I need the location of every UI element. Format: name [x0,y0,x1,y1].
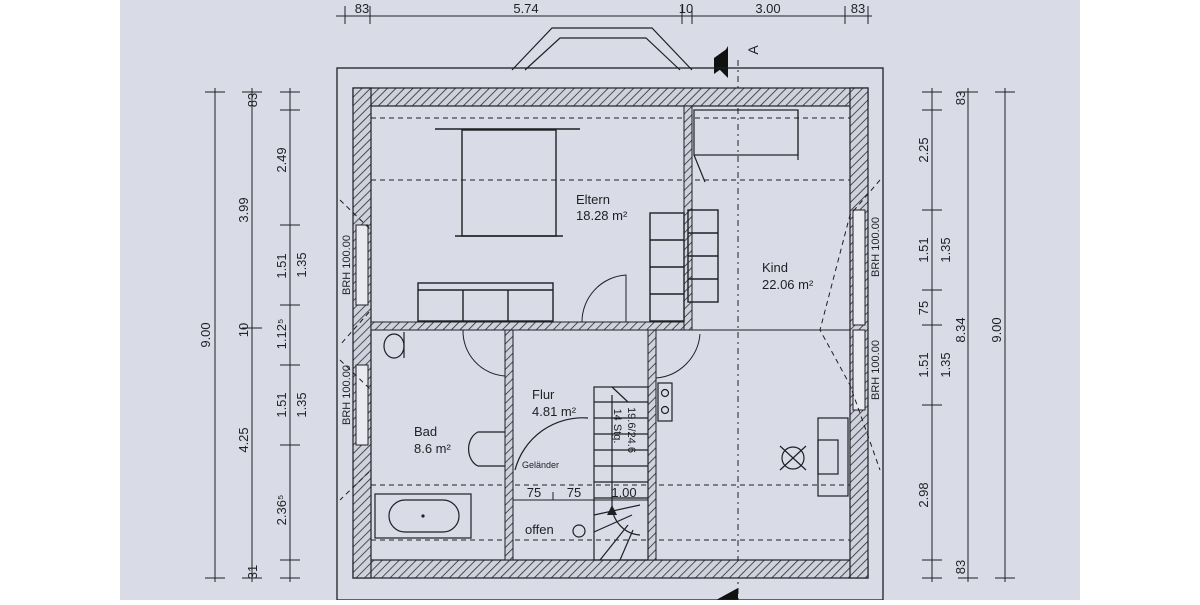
dim-stair-0: 75 [527,485,541,500]
railing-curve [514,417,589,471]
dim-stair-2: 1.00 [611,485,636,500]
brh-label-2: BRH 100.00 [341,365,353,425]
dim-left-inner-4: 1.51 [274,392,289,417]
dim-top-3: 3.00 [755,1,780,16]
dim-right-inner-4: 1.51 [916,352,931,377]
dim-left-mid-1: 10 [236,323,251,337]
dim-left-mid-2: 4.25 [236,427,251,452]
room-area-kind: 22.06 m² [762,277,814,292]
dim-right-inner-1: 2.25 [916,137,931,162]
dim-left-inner-6: 31 [245,565,260,579]
eltern-wardrobe [417,282,554,322]
label-gelaender: Geländer [522,460,559,470]
windows [355,209,866,446]
dim-right-mid-1: 1.35 [938,352,953,377]
brh-label-4: BRH 100.00 [870,340,882,400]
dim-top-0: 83 [355,1,369,16]
dim-right-outer-0: 9.00 [989,317,1004,342]
dim-top-4: 83 [851,1,865,16]
dim-left-inner2-0: 1.35 [294,252,309,277]
radiator [657,382,673,422]
dim-right-mid-0: 1.35 [938,237,953,262]
desk [817,417,849,497]
kind-wardrobe [693,109,799,183]
dim-left-inner-0: 83 [245,93,260,107]
staircase [593,386,649,561]
brh-label-1: BRH 100.00 [341,235,353,295]
dim-right-inner-2: 1.51 [916,237,931,262]
right-dimension-lines [922,88,1015,582]
shelves [649,209,719,322]
dim-left-inner2-1: 1.35 [294,392,309,417]
dormer-outline [511,27,693,71]
dim-right-inner-6: 83 [953,560,968,574]
left-dimension-lines [205,88,300,582]
room-name-flur: Flur [532,387,555,402]
label-offen: offen [525,522,554,537]
bed [435,128,580,237]
dim-right-inner-5: 2.98 [916,482,931,507]
dim-right-inner-3: 75 [916,301,931,315]
section-label: A [745,45,761,55]
dim-left-inner-1: 2.49 [274,147,289,172]
dim-left-mid-0: 3.99 [236,197,251,222]
dim-right-inner-0: 83 [953,91,968,105]
room-name-bad: Bad [414,424,437,439]
dim-top-2: 10 [679,1,693,16]
room-name-kind: Kind [762,260,788,275]
newel-post [572,524,586,538]
dim-right-mid-2: 8.34 [953,317,968,342]
dim-left-inner-2: 1.51 [274,253,289,278]
dim-left-inner-5: 2.36⁵ [274,495,289,526]
dim-top-1: 5.74 [513,1,538,16]
door-swings [462,274,701,379]
desk-chair [779,445,807,471]
room-name-eltern: Eltern [576,192,610,207]
bathtub [374,493,472,539]
room-area-bad: 8.6 m² [414,441,452,456]
dim-left-inner-3: 1.12⁵ [274,319,289,350]
stairs-count: 14 Stg. [611,409,623,444]
top-dimension-chain [336,6,872,24]
brh-label-3: BRH 100.00 [870,217,882,277]
room-area-eltern: 18.28 m² [576,208,628,223]
toilet [383,332,405,359]
stairs-ratio: 19.6/24.6 [625,407,637,453]
washbasin [468,431,505,467]
dim-stair-1: 75 [567,485,581,500]
room-area-flur: 4.81 m² [532,404,577,419]
dim-left-outer-0: 9.00 [198,322,213,347]
